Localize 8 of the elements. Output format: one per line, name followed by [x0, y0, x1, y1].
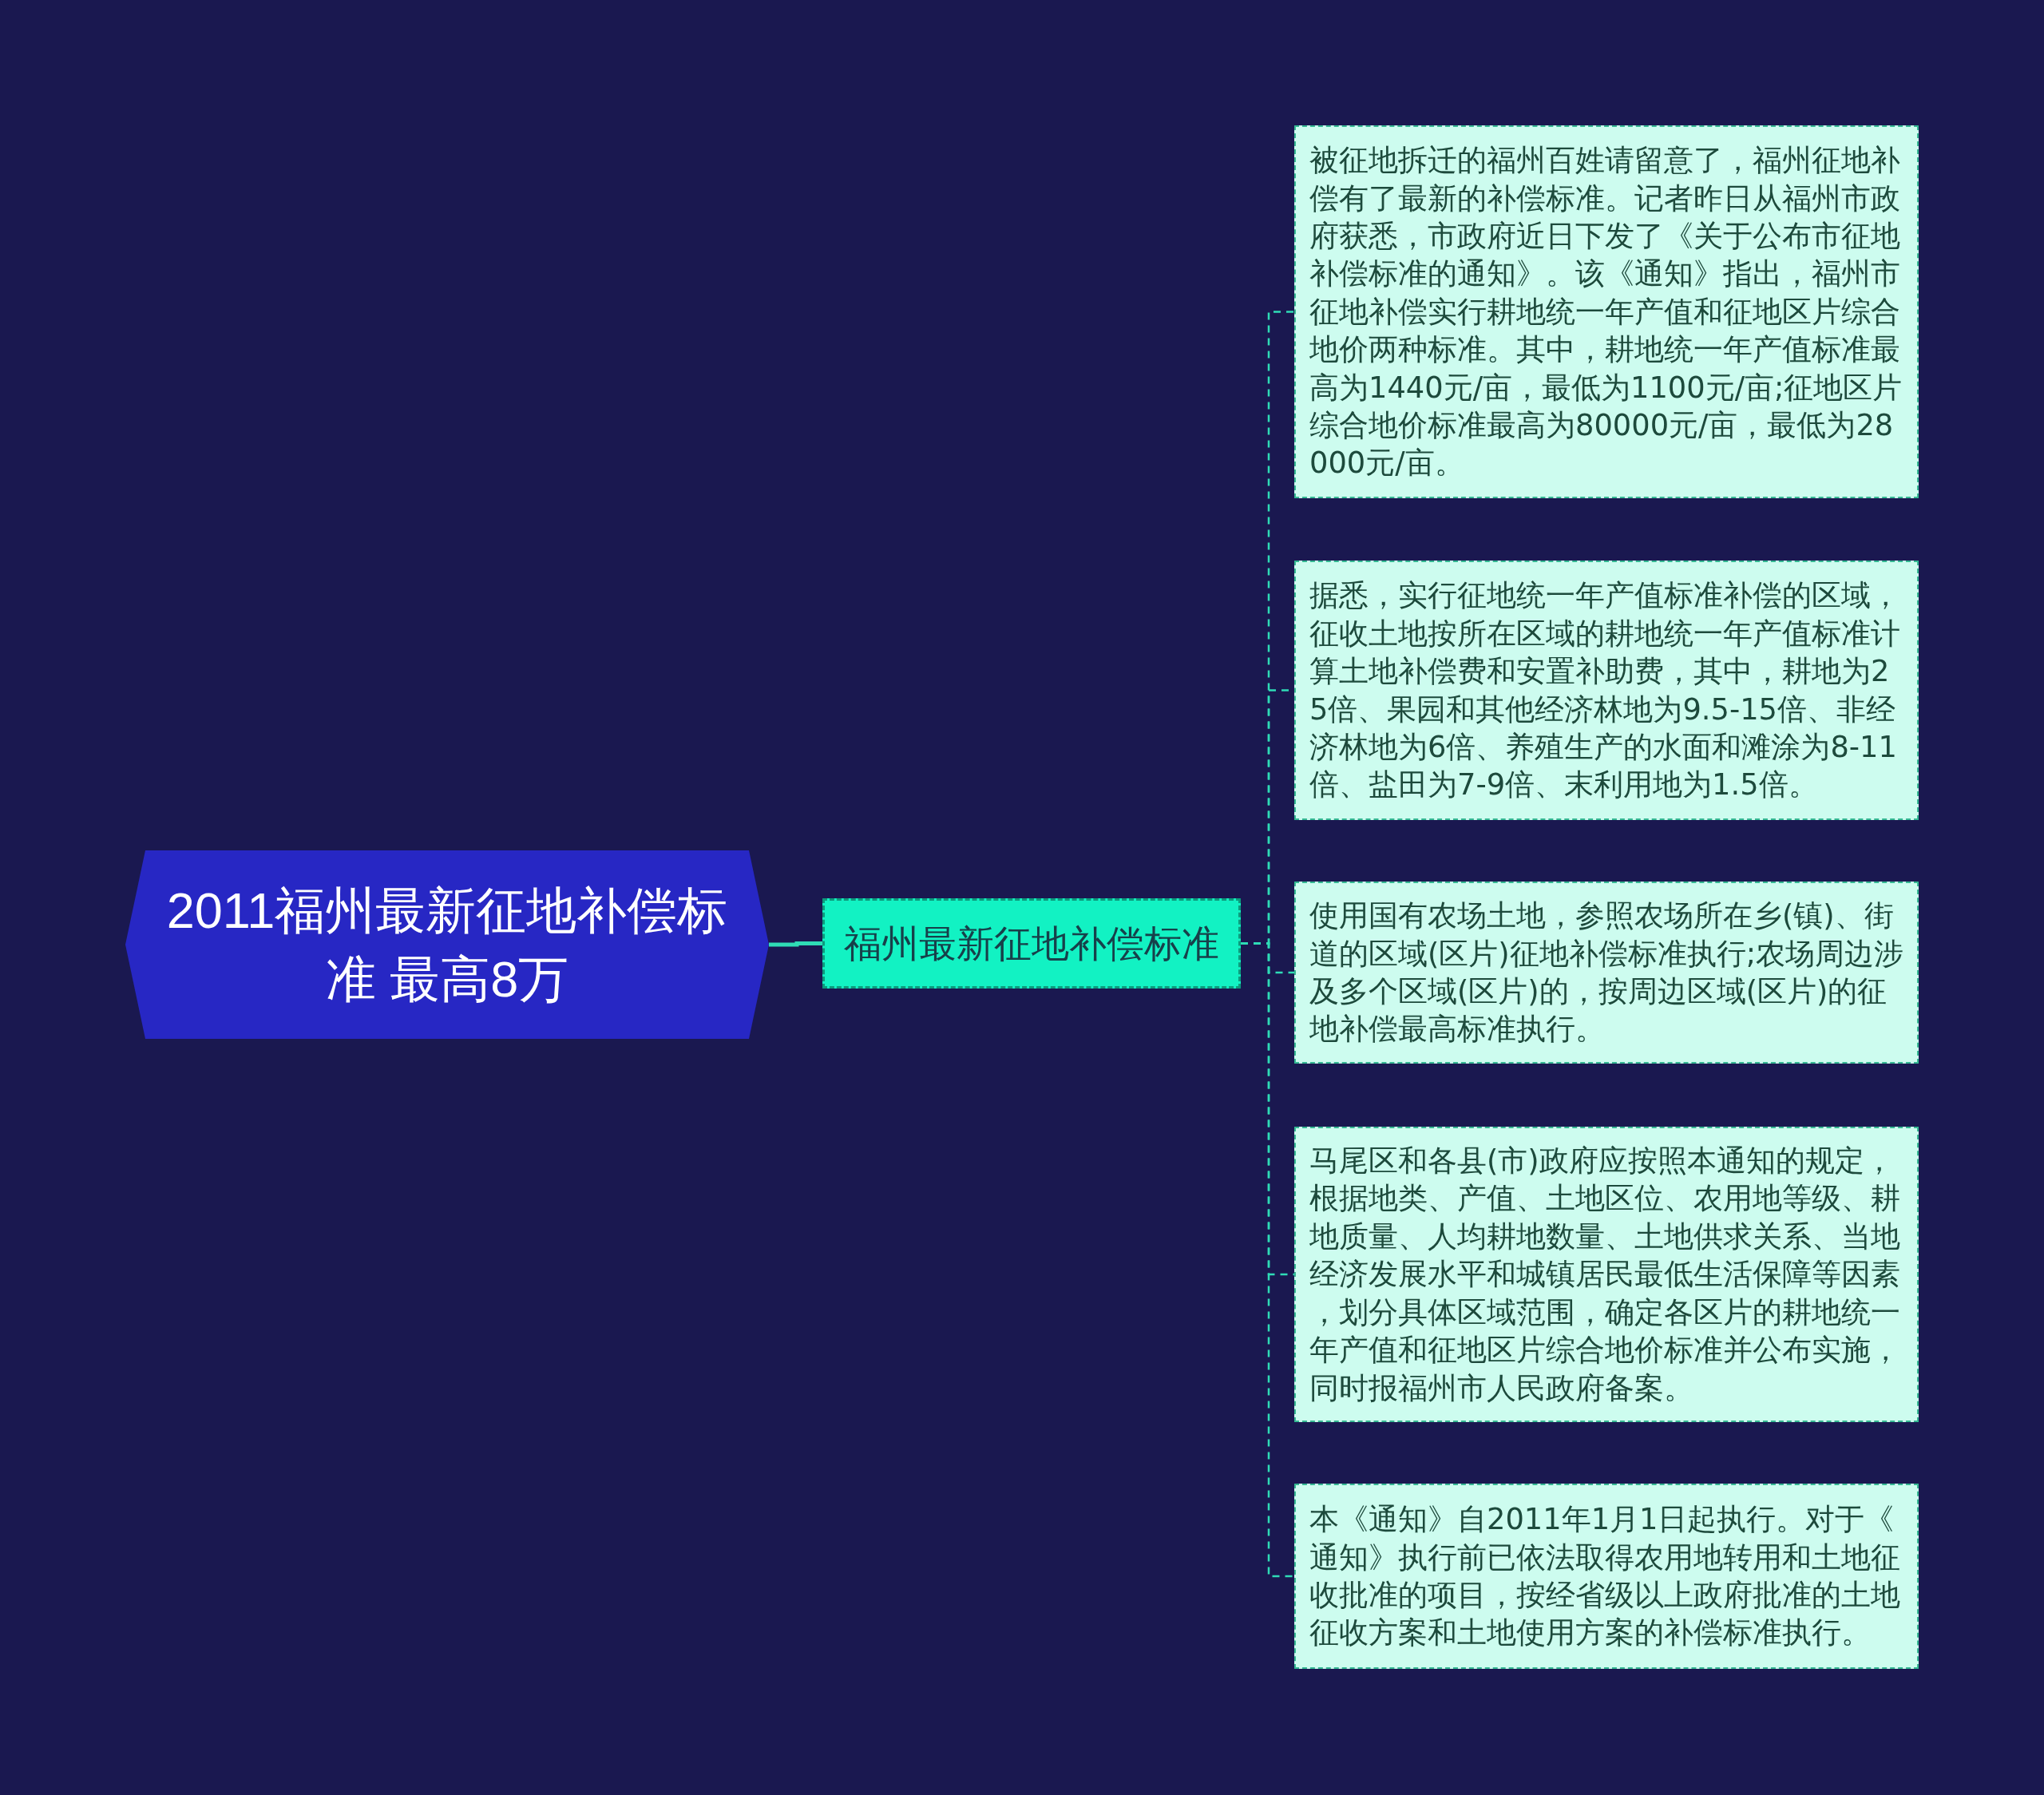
note-box: 马尾区和各县(市)政府应按照本通知的规定，根据地类、产值、土地区位、农用地等级、耕地质量、人均耕地数量、土地供求关系、当地经济发展水平和城镇居民最低生活保障等因素，划分具体区域范围，确定各区片的耕地统一年产值和征地区片综合地价标准并公布实施，同时报福州市人民政府备案。 [1294, 1127, 1919, 1422]
note-box: 使用国有农场土地，参照农场所在乡(镇)、街道的区域(区片)征地补偿标准执行;农场周边涉及多个区域(区片)的，按周边区域(区片)的征地补偿最高标准执行。 [1294, 882, 1919, 1064]
connector-line [769, 941, 822, 947]
hexagon-node: 2011福州最新征地补偿标准 最高8万 [125, 850, 769, 1039]
note-box: 被征地拆迁的福州百姓请留意了，福州征地补偿有了最新的补偿标准。记者昨日从福州市政府获悉，市政府近日下发了《关于公布市征地补偿标准的通知》。该《通知》指出，福州市征地补偿实行耕地统一年产值和征地区片综合地价两种标准。其中，耕地统一年产值标准最高为1440元/亩，最低为1100元/亩;征地区片综合地价标准最高为80000元/亩，最低为28000元/亩。 [1294, 125, 1919, 498]
note-box: 据悉，实行征地统一年产值标准补偿的区域，征收土地按所在区域的耕地统一年产值标准计算土地补偿费和安置补助费，其中，耕地为25倍、果园和其他经济林地为9.5-15倍、非经济林地为6倍、养殖生产的水面和滩涂为8-11倍、盐田为7-9倍、末利用地为1.5倍。 [1294, 561, 1919, 820]
note-box: 本《通知》自2011年1月1日起执行。对于《通知》执行前已依法取得农用地转用和土地征收批准的项目，按经省级以上政府批准的土地征收方案和土地使用方案的补偿标准执行。 [1294, 1484, 1919, 1669]
topic-box: 福州最新征地补偿标准 [822, 898, 1241, 989]
